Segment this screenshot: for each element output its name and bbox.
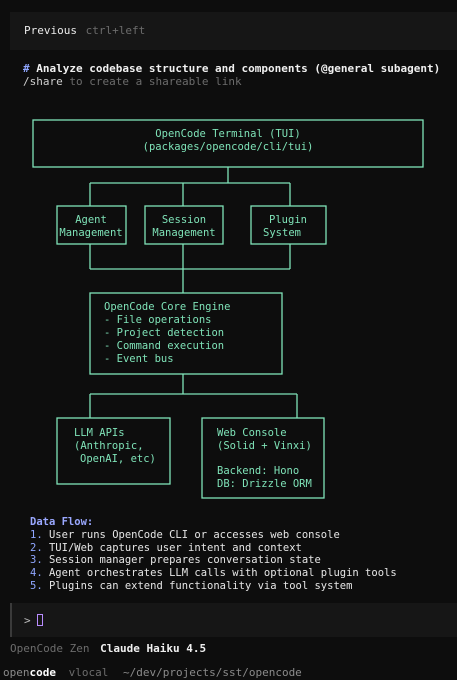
item-text: Plugins can extend functionality via too… (48, 579, 353, 592)
previous-bar[interactable]: Previous ctrl+left (10, 12, 457, 50)
item-text: TUI/Web captures user intent and context (48, 541, 302, 554)
llm-line-3: OpenAI, etc) (80, 453, 156, 465)
agent-line-1: Agent (75, 214, 107, 226)
prompt-input[interactable]: > (10, 603, 457, 637)
item-text: Session manager prepares conversation st… (48, 554, 321, 567)
item-number: 4. (30, 567, 43, 580)
project-path: ~/dev/projects/sst/opencode (123, 666, 302, 679)
session-line-1: Session (162, 214, 206, 226)
model-selector[interactable]: OpenCode Zen Claude Haiku 4.5 (10, 642, 206, 655)
share-hint-line: /share to create a shareable link (23, 75, 242, 88)
core-item-3: - Command execution (104, 340, 224, 352)
model-name: Claude Haiku 4.5 (100, 642, 207, 655)
item-number: 2. (30, 541, 43, 554)
tui-title: OpenCode Terminal (TUI) (155, 128, 300, 140)
prompt-hash: # (23, 62, 30, 75)
prompt-text: Analyze codebase structure and component… (36, 62, 441, 75)
brand-code: code (29, 666, 57, 679)
version-label: vlocal (68, 666, 109, 679)
data-flow-item: 1. User runs OpenCode CLI or accesses we… (30, 529, 397, 542)
previous-shortcut-hint: ctrl+left (85, 24, 146, 37)
web-line-4: Backend: Hono (217, 465, 299, 477)
plugin-line-2: System (263, 227, 301, 239)
web-line-1: Web Console (217, 427, 287, 439)
data-flow-item: 4. Agent orchestrates LLM calls with opt… (30, 567, 397, 580)
item-text: User runs OpenCode CLI or accesses web c… (48, 528, 340, 541)
web-console-box (201, 417, 325, 499)
core-item-4: - Event bus (104, 353, 174, 365)
item-number: 5. (30, 579, 43, 592)
session-line-2: Management (152, 227, 215, 239)
core-engine-box (89, 292, 283, 375)
status-bar: opencode vlocal ~/dev/projects/sst/openc… (3, 666, 302, 679)
web-line-5: DB: Drizzle ORM (217, 478, 312, 490)
tui-path: (packages/opencode/cli/tui) (143, 141, 314, 153)
data-flow-item: 3. Session manager prepares conversation… (30, 554, 397, 567)
data-flow-item: 2. TUI/Web captures user intent and cont… (30, 542, 397, 555)
item-number: 3. (30, 554, 43, 567)
user-prompt: # Analyze codebase structure and compone… (23, 62, 440, 75)
data-flow-section: Data Flow: 1. User runs OpenCode CLI or … (30, 516, 397, 593)
architecture-diagram: OpenCode Terminal (TUI) (packages/openco… (32, 119, 424, 499)
previous-label[interactable]: Previous ctrl+left (24, 24, 145, 37)
provider-name: OpenCode Zen (10, 642, 90, 655)
item-text: Agent orchestrates LLM calls with option… (48, 567, 397, 580)
data-flow-item: 5. Plugins can extend functionality via … (30, 580, 397, 593)
input-caret: > (24, 614, 31, 627)
core-title: OpenCode Core Engine (104, 301, 230, 313)
brand-open: open (3, 666, 30, 679)
previous-text: Previous (24, 24, 77, 37)
text-cursor (37, 614, 43, 626)
plugin-line-1: Plugin (269, 214, 307, 226)
agent-box (56, 205, 127, 245)
item-number: 1. (30, 528, 43, 541)
agent-line-2: Management (59, 227, 122, 239)
llm-apis-box (56, 417, 171, 485)
core-item-2: - Project detection (104, 327, 224, 339)
share-hint-text: to create a shareable link (69, 75, 242, 88)
llm-line-2: (Anthropic, (74, 440, 144, 452)
data-flow-title: Data Flow: (30, 516, 94, 528)
share-command[interactable]: /share (23, 75, 63, 88)
web-line-2: (Solid + Vinxi) (217, 440, 312, 452)
llm-line-1: LLM APIs (74, 427, 125, 439)
session-box (144, 205, 224, 245)
plugin-box (250, 205, 327, 245)
core-item-1: - File operations (104, 314, 211, 326)
